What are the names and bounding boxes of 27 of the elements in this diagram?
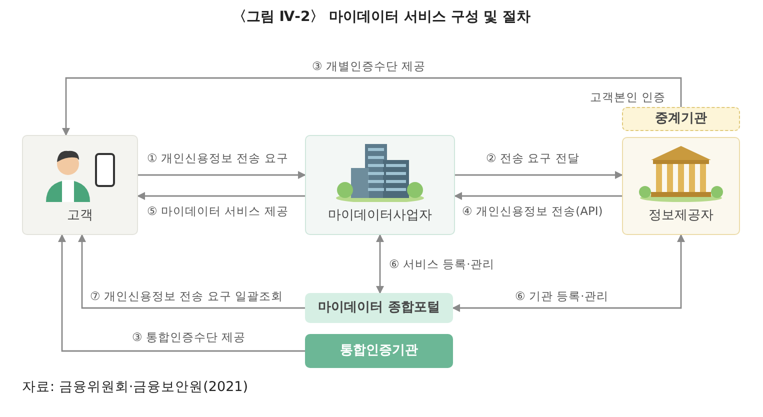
node-label: 고객: [67, 208, 93, 224]
arrow: [138, 171, 306, 179]
node-label: 중계기관: [655, 111, 707, 127]
figure-title: 〈그림 Ⅳ-2〉 마이데이터 서비스 구성 및 절차: [231, 8, 532, 26]
arrow: [137, 192, 305, 200]
source-caption: 자료: 금융위원회·금융보안원(2021): [22, 378, 248, 396]
node-label: 통합인증기관: [340, 343, 418, 359]
process-box: [305, 135, 455, 235]
edge-label: ④ 개인신용정보 전송(API): [460, 204, 605, 218]
dashed-box: [622, 107, 740, 131]
process-box: [305, 293, 453, 323]
edge-label: ① 개인신용정보 전송 요구: [145, 151, 290, 165]
process-box: [305, 334, 453, 368]
arrow: [455, 171, 623, 179]
edge-label: ⑤ 마이데이터 서비스 제공: [145, 204, 290, 218]
arrow: [58, 234, 305, 352]
node-label: 정보제공자: [648, 208, 714, 224]
arrow: [78, 234, 305, 309]
arrow: [376, 234, 384, 294]
node-label: 마이데이터 종합포털: [318, 300, 440, 316]
process-box: [622, 137, 740, 235]
arrow: [62, 77, 682, 136]
edge-label: ② 전송 요구 전달: [484, 151, 582, 165]
arrow: [452, 234, 685, 312]
actor-box: [22, 135, 138, 235]
arrow: [454, 192, 622, 200]
node-label: 마이데이터사업자: [328, 208, 432, 224]
